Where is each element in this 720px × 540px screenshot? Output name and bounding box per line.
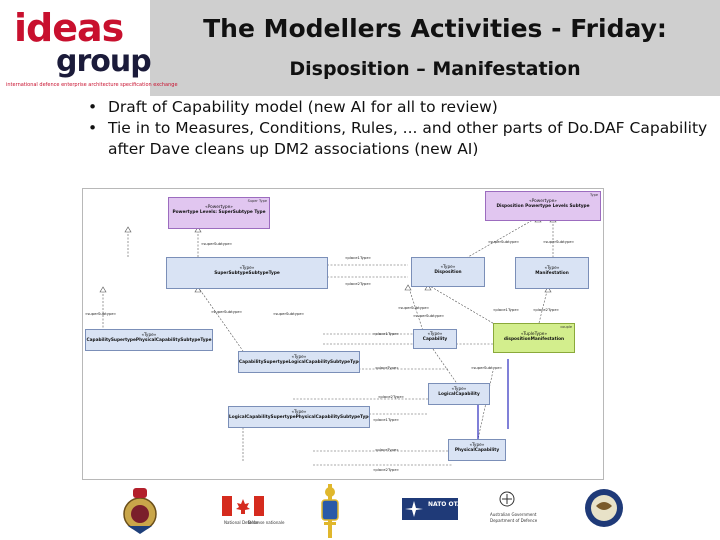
role-label: «superSubtype» [543,239,575,244]
uml-class-box: «Type» LogicalCapability [428,383,490,405]
logo-brand-bottom: group [56,44,152,79]
role-label: «superSubtype» [413,313,445,318]
role-label: «superSubtype» [398,305,430,310]
canada-caption: National Defence [224,520,259,525]
uml-class-box: «Type» CapabilitySupertypePhysicalCapabi… [85,329,213,351]
role-label: «superSubtype» [273,311,305,316]
australia-logo [499,491,515,507]
uml-class-box: Super Type «Powertype» Powertype Levels:… [168,197,270,229]
role-label: «place1Type» [373,331,399,336]
canada-logo [222,496,264,516]
slide-title: The Modellers Activities - Friday: [203,14,667,43]
bullet-item: Tie in to Measures, Conditions, Rules, .… [84,118,714,160]
role-label: «place2Type» [373,467,399,472]
logo-brand-top: ideas [14,6,124,50]
uml-class-box: «Type» SuperSubtypeSubtypeType [166,257,328,289]
role-label: «superSubtype» [471,365,503,370]
uml-class-box: «Type» LogicalCapabilitySupertypePhysica… [228,406,370,428]
partner-logos: National Defence Défense nationale NATO … [0,482,720,540]
uml-class-box: «Type» Capability [413,329,457,349]
uml-class-box: Type «Powertype» Disposition Powertype L… [485,191,601,221]
uml-class-box: «Type» Disposition [411,257,485,287]
uml-class-box: «Type» PhysicalCapability [448,439,506,461]
uk-mod-logo [123,488,157,534]
bullet-item: Draft of Capability model (new AI for al… [84,97,714,118]
nato-logo [402,498,458,520]
uml-class-box: «Type» CapabilitySupertypeLogicalCapabil… [238,351,360,373]
sweden-logo [321,484,339,538]
header-banner: ideas group international defence enterp… [0,0,720,96]
role-label: «placeType» [375,447,399,452]
role-label: «place2Type» [533,307,559,312]
role-label: «place1Type» [493,307,519,312]
ideas-group-logo: ideas group international defence enterp… [0,0,178,96]
diagram-connectors [99,216,557,466]
role-label: «place2Type» [378,394,404,399]
slide-subtitle: Disposition – Manifestation [289,58,581,80]
role-label: «placeType» [375,365,399,370]
role-label: «place2Type» [345,281,371,286]
australia-caption: Department of Defence [490,518,538,523]
uml-class-box: couple «TupleType» dispositionManifestat… [493,323,575,353]
uml-diagram: Super Type «Powertype» Powertype Levels:… [82,188,604,480]
us-dod-logo [585,489,623,527]
role-label: «superSubtype» [488,239,520,244]
bullet-list: Draft of Capability model (new AI for al… [84,97,714,160]
canada-caption: Défense nationale [248,520,285,525]
role-label: «place1Type» [345,255,371,260]
role-label: «superSubtype» [85,311,117,316]
role-label: «superSubtype» [201,241,233,246]
logo-tagline: international defence enterprise archite… [6,82,178,88]
role-label: «superSubtype» [211,309,243,314]
role-label: «place1Type» [373,417,399,422]
uml-class-box: «Type» Manifestation [515,257,589,289]
australia-caption: Australian Government [490,512,537,517]
nato-caption: NATO OTAN [428,501,467,508]
